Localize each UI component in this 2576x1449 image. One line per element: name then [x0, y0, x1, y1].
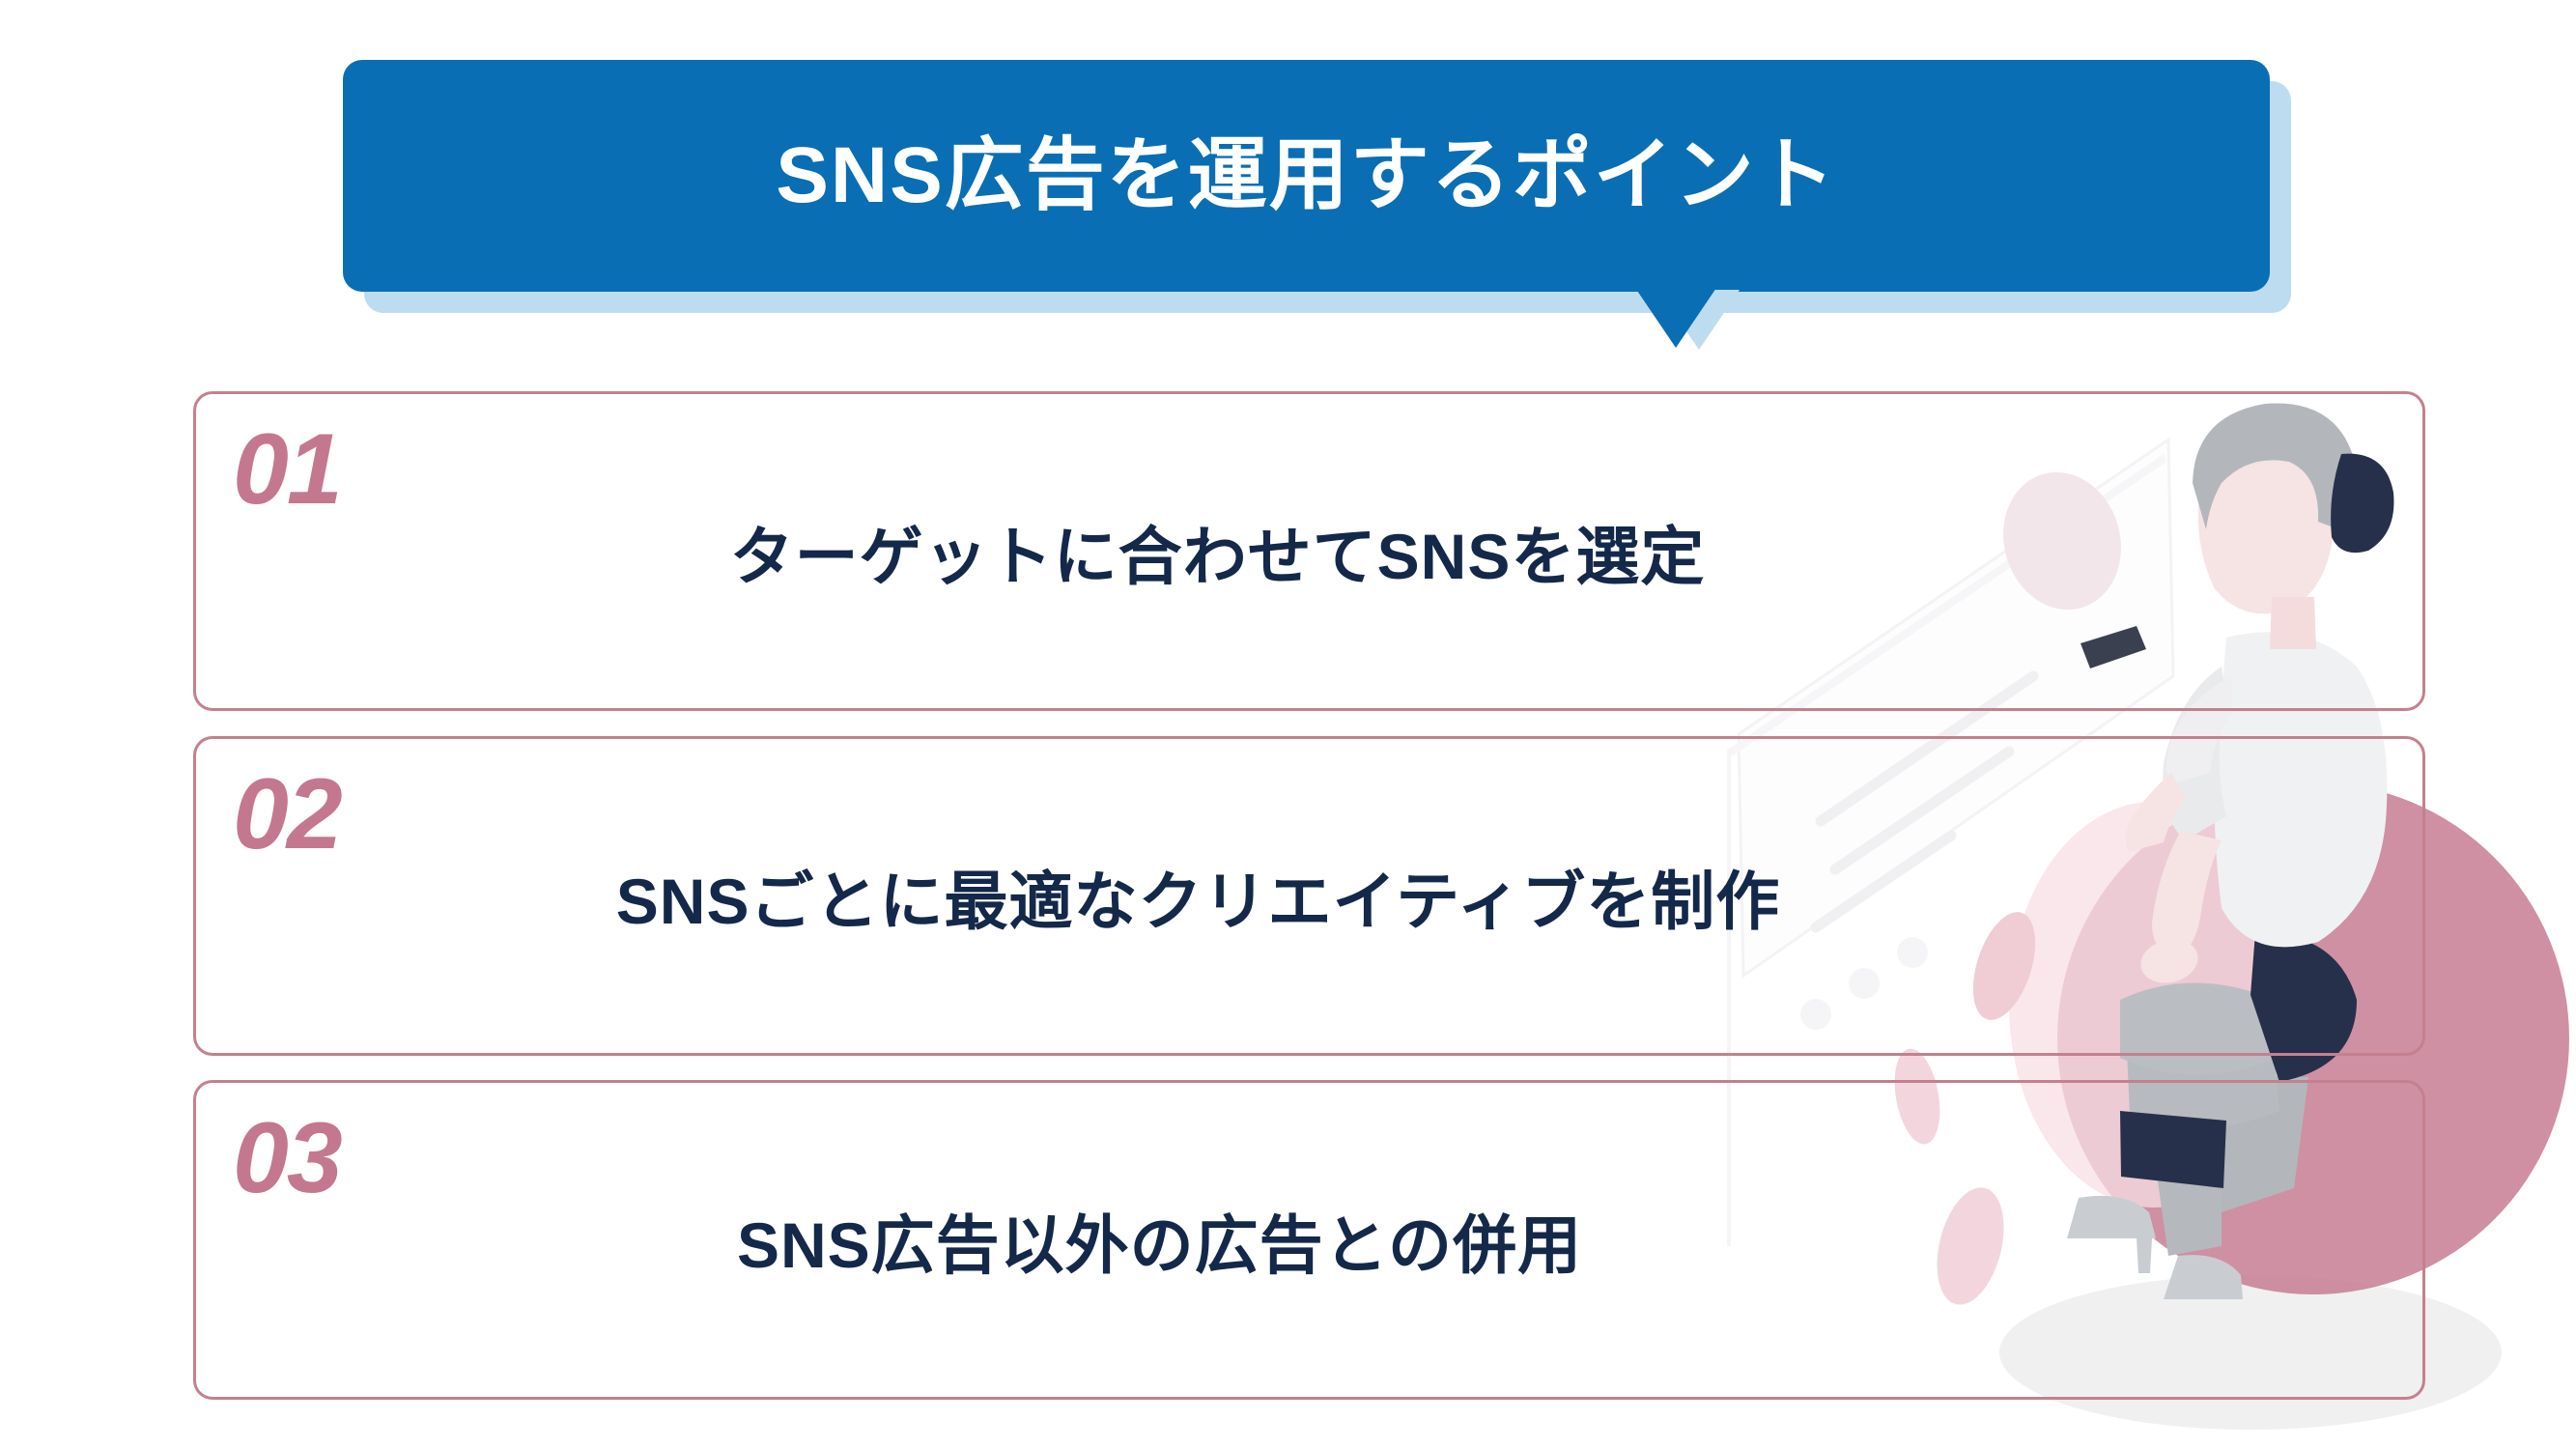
- thigh: [2120, 982, 2279, 1075]
- smartphone: [2081, 626, 2146, 668]
- point-row[interactable]: 03 SNS広告以外の広告との併用: [193, 1080, 2425, 1400]
- title-banner: SNS広告を運用するポイント: [343, 60, 2270, 292]
- hair-bun: [2331, 453, 2394, 554]
- title-banner-container: SNS広告を運用するポイント: [343, 60, 2291, 350]
- tilted-screen-card: [1727, 437, 2175, 1246]
- neck: [2270, 597, 2316, 649]
- forearm: [2152, 831, 2222, 956]
- point-label: ターゲットに合わせてSNSを選定: [729, 520, 1706, 592]
- point-row[interactable]: 02 SNSごとに最適なクリエイティブを制作: [193, 736, 2425, 1056]
- head: [2197, 429, 2335, 614]
- shoe-back: [2164, 1255, 2243, 1299]
- arm-to-phone: [2125, 773, 2185, 852]
- pink-blob-small-1: [1972, 912, 2036, 1020]
- trouser-cuff: [2120, 1111, 2226, 1188]
- banner-pointer-icon: [1635, 288, 1716, 348]
- pink-blob-small-3: [1937, 1187, 2004, 1305]
- point-label: SNSごとに最適なクリエイティブを制作: [615, 865, 1781, 937]
- ground-shadow-ellipse: [1999, 1275, 2502, 1430]
- skirt: [2250, 932, 2357, 1082]
- pink-blob-small-2: [1894, 1048, 1940, 1145]
- point-number: 03: [233, 1102, 343, 1214]
- point-label: SNS広告以外の広告との併用: [736, 1208, 1583, 1281]
- upper-arm: [2166, 676, 2233, 784]
- hand: [2140, 939, 2198, 983]
- point-number: 02: [233, 758, 343, 870]
- point-row[interactable]: 01 ターゲットに合わせてSNSを選定: [193, 391, 2425, 711]
- hair: [2193, 403, 2359, 533]
- shoe-front: [2067, 1195, 2156, 1238]
- page-title: SNS広告を運用するポイント: [776, 131, 1837, 219]
- shoe-heel: [2137, 1238, 2152, 1273]
- point-number: 01: [233, 413, 343, 526]
